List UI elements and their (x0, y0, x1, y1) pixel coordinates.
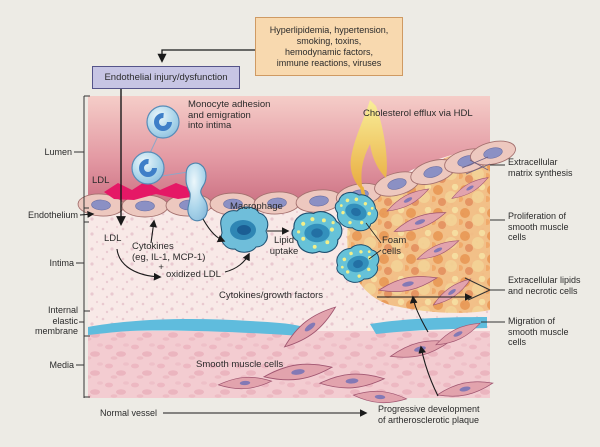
emigrating-monocyte (185, 162, 208, 222)
cytokines-label: Cytokines (eg, IL-1, MCP-1) + (132, 241, 206, 273)
cholesterol-efflux-label: Cholesterol efflux via HDL (363, 108, 473, 119)
macrophage-cell (220, 206, 269, 253)
monocyte-adhesion-label: Monocyte adhesion and emigration into in… (188, 99, 271, 131)
ldl-intima-label: LDL (104, 233, 122, 244)
foam-cells-label: Foam cells (382, 235, 407, 257)
process-arrows (116, 49, 473, 397)
matrix-synthesis-label: Extracellular matrix synthesis (508, 157, 573, 178)
media-label: Media (49, 360, 74, 370)
foam-label-pointers (365, 222, 382, 260)
matrix-fibers (461, 156, 491, 175)
monocyte-cell-free (147, 106, 179, 138)
lipids-necrotic-label: Extracellular lipids and necrotic cells (508, 275, 581, 296)
monocyte-path-lines (149, 135, 189, 177)
endothelium-label: Endothelium (27, 210, 78, 220)
internal-elastic-membrane-label: Internal elastic membrane (34, 305, 78, 336)
endothelial-injury-box: Endothelial injury/dysfunction (92, 66, 240, 89)
left-axis (74, 95, 90, 398)
intima-label: Intima (49, 258, 74, 268)
progressive-development-label: Progressive development of artherosclero… (378, 404, 480, 425)
monocyte-cell-adhering (132, 152, 164, 184)
oxidized-ldl-label: oxidized LDL (166, 269, 221, 280)
lipid-uptake-label: Lipid uptake (269, 235, 299, 257)
adhesion-molecules-patch (104, 181, 198, 200)
smooth-muscle-label: Smooth muscle cells (196, 359, 284, 370)
risk-factors-box: Hyperlipidemia, hypertension, smoking, t… (255, 17, 403, 76)
migration-label: Migration of smooth muscle cells (508, 316, 569, 347)
right-leaders (464, 164, 505, 323)
macrophage-label: Macrophage (230, 201, 283, 212)
normal-vessel-label: Normal vessel (100, 408, 158, 418)
growth-factors-label: Cytokines/growth factors (219, 290, 324, 301)
lumen-label: Lumen (44, 147, 72, 157)
proliferation-label: Proliferation of smooth muscle cells (508, 211, 569, 242)
ldl-lumen-label: LDL (92, 175, 110, 186)
internal-elastic-membrane (88, 317, 487, 336)
endothelium-pointer-arrow (79, 210, 95, 218)
